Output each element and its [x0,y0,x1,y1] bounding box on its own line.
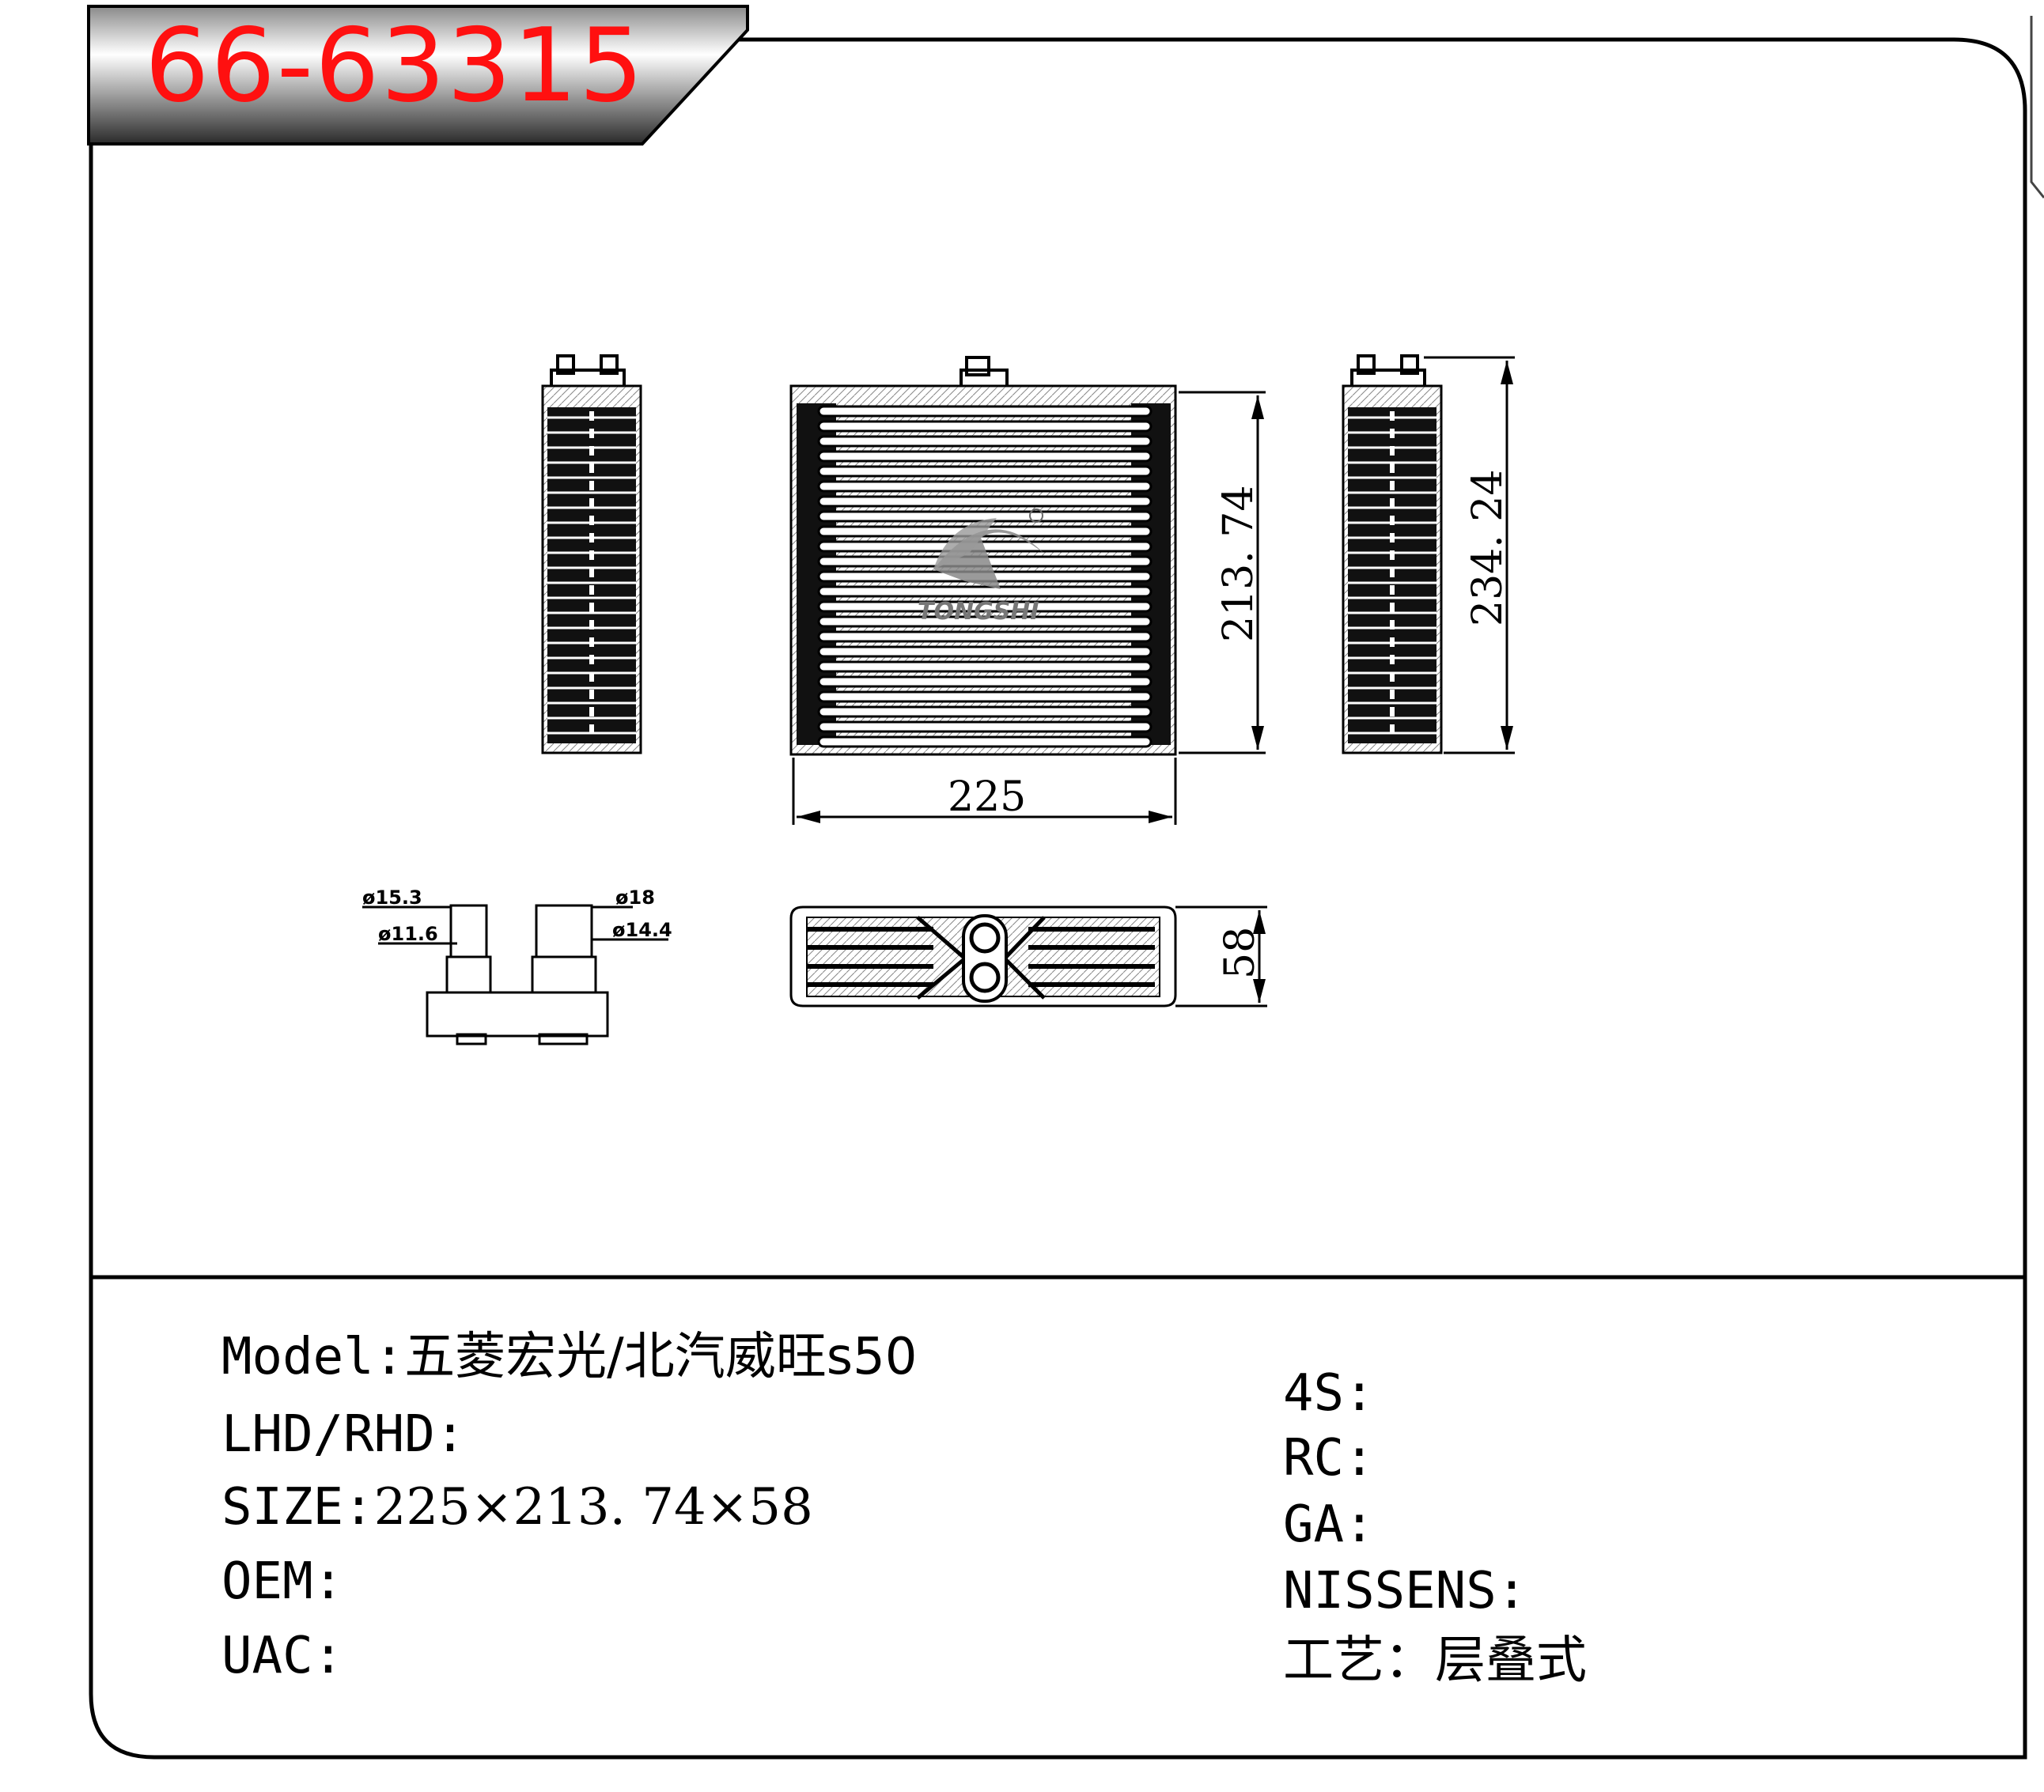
spec-lhd-rhd: LHD/RHD: [221,1409,465,1460]
fitting-detail [362,904,668,1045]
spec-uac: UAC: [221,1631,343,1681]
core-tube [817,690,1153,703]
fitting-left-inner: ø11.6 [378,923,438,945]
core-tube [817,615,1153,628]
spec-model-label: Model: [221,1328,405,1386]
dim-height-label: 213. 74 [1215,486,1262,642]
dim-depth-label: 58 [1217,927,1264,979]
core-tube [817,435,1153,448]
outer-frame [89,37,2027,1760]
core-tube [817,585,1153,598]
core-tube [817,675,1153,688]
front-view [789,356,1177,756]
title-banner [87,5,749,146]
fitting-left-outer: ø15.3 [362,887,422,909]
part-number-title: 66-63315 [145,7,645,125]
spec-rc: RC: [1283,1433,1375,1484]
core-tube [817,705,1153,718]
core-tube [817,420,1153,433]
core-tube [817,480,1153,493]
core-tube [817,660,1153,673]
spec-ga: GA: [1283,1499,1375,1550]
core-tube [817,630,1153,643]
spec-4s: 4S: [1283,1368,1375,1419]
core-tube [817,510,1153,523]
fitting-right-inner: ø14.4 [612,919,672,941]
spec-nissens-label: NISSENS: [1283,1562,1527,1620]
spec-4s-label: 4S: [1283,1364,1375,1423]
spec-lhd-rhd-label: LHD/RHD: [221,1405,466,1464]
spec-uac-label: UAC: [221,1627,344,1685]
spec-model-value: 五菱宏光/北汽威旺s50 [404,1328,918,1386]
core-tube [817,450,1153,463]
core-tube [817,720,1153,733]
spec-nissens: NISSENS: [1283,1566,1527,1616]
spec-oem-label: OEM: [221,1552,344,1611]
spec-process-value: 层叠式 [1435,1631,1587,1690]
core-tube [817,495,1153,508]
core-tube [817,645,1153,658]
spec-process-label: 工艺： [1283,1631,1435,1690]
dim-height-total-label: 234. 24 [1464,470,1512,626]
core-tube [817,465,1153,478]
spec-ga-label: GA: [1283,1495,1375,1554]
fitting-right-outer: ø18 [615,887,655,909]
dimension-lines [792,356,1515,1008]
spec-process: 工艺：层叠式 [1283,1635,1587,1686]
spec-size-value: 225×213. 74×58 [373,1478,813,1537]
dim-width-label: 225 [948,773,1026,821]
right-side-view [1342,354,1443,754]
core-tube [817,405,1153,418]
left-side-view [541,354,642,754]
spec-rc-label: RC: [1283,1429,1375,1488]
core-tube [817,600,1153,613]
core-tube [817,735,1153,748]
tongshi-logo: TONGSHI [918,508,1044,626]
spec-size-label: SIZE: [221,1478,374,1537]
spec-model: Model:五菱宏光/北汽威旺s50 [221,1332,918,1382]
svg-text:TONGSHI: TONGSHI [918,598,1039,626]
spec-oem: OEM: [221,1556,343,1607]
top-view [789,905,1177,1008]
spec-size: SIZE:225×213. 74×58 [221,1482,813,1533]
